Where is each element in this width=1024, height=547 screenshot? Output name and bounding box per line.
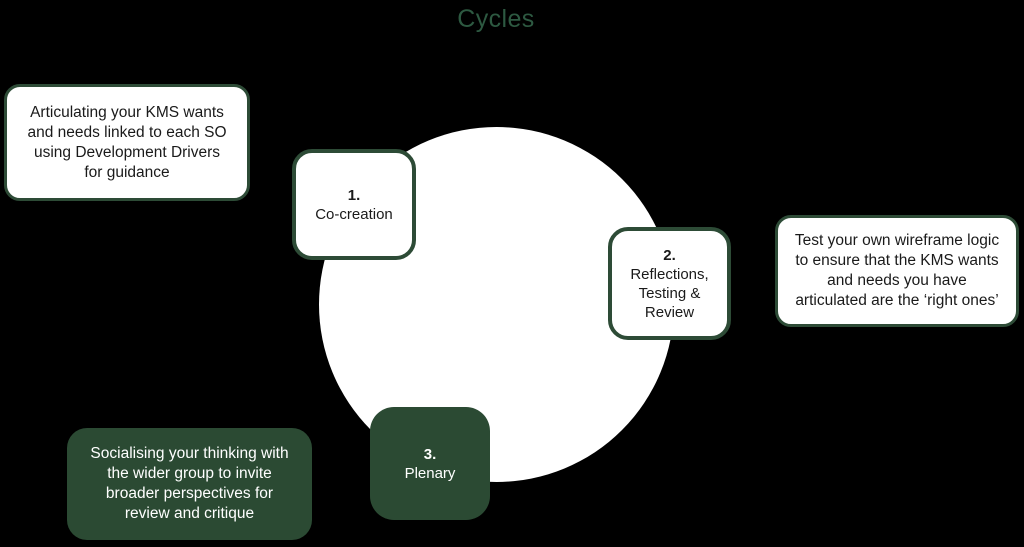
step-box-co-creation: 1. Co-creation	[292, 149, 416, 260]
step-label: Co-creation	[315, 205, 393, 223]
step-number: 3.	[423, 445, 437, 463]
callout-articulating: Articulating your KMS wants and needs li…	[4, 84, 250, 201]
step-box-reflections: 2. Reflections, Testing & Review	[608, 227, 731, 340]
step-label: Reflections, Testing & Review	[630, 265, 709, 321]
callout-text: Test your own wireframe logic to ensure …	[794, 232, 1000, 309]
callout-text: Socialising your thinking with the wider…	[90, 445, 289, 522]
step-number: 2.	[663, 246, 676, 264]
step-box-plenary: 3. Plenary	[370, 407, 490, 520]
step-number: 1.	[347, 186, 361, 204]
callout-test-wireframe: Test your own wireframe logic to ensure …	[775, 215, 1019, 327]
slide-title: Cycles	[457, 5, 535, 33]
step-label: Plenary	[404, 464, 456, 482]
callout-socialising: Socialising your thinking with the wider…	[67, 428, 312, 540]
callout-text: Articulating your KMS wants and needs li…	[27, 103, 227, 181]
